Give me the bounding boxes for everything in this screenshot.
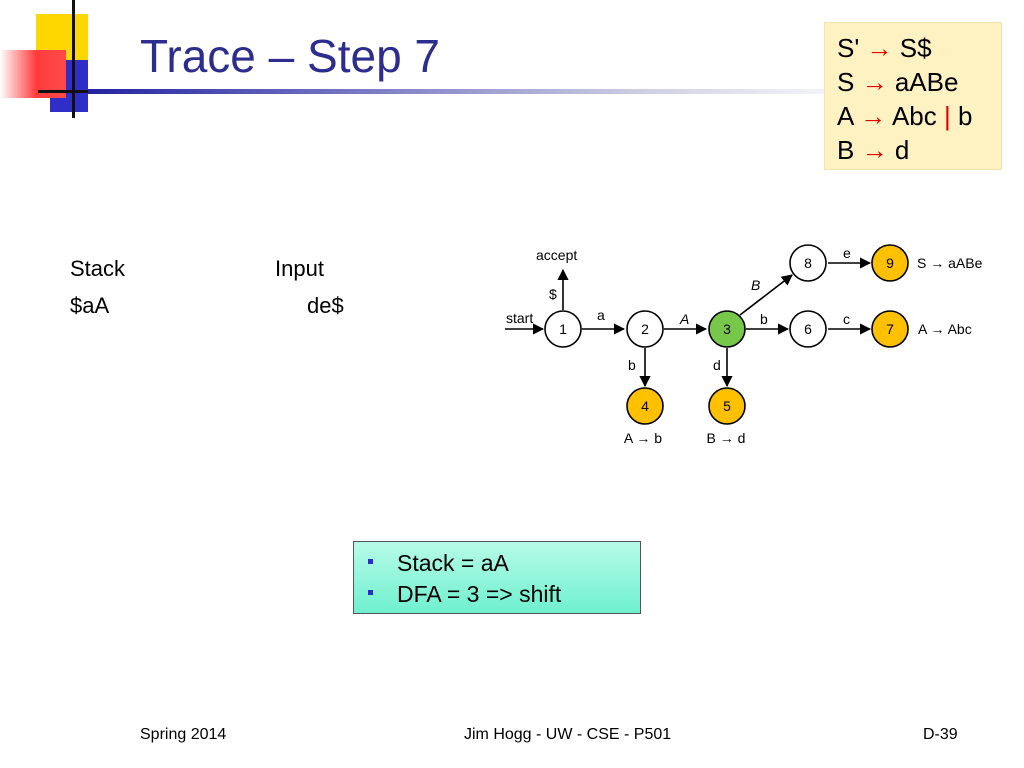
edge-label-3-6: b xyxy=(760,311,768,327)
stack-value: $aA xyxy=(70,293,110,318)
edge-3-8 xyxy=(739,274,793,316)
status-note-box: Stack = aA DFA = 3 => shift xyxy=(353,541,641,614)
bullet-icon xyxy=(368,559,373,565)
rule-lhs: S' xyxy=(837,33,860,63)
bullet-icon xyxy=(368,590,373,596)
note-item: Stack = aA xyxy=(368,549,509,577)
grammar-rule: S → aABe xyxy=(837,65,1001,99)
rule-lhs: A xyxy=(837,101,853,131)
state-2-label: 2 xyxy=(641,321,649,337)
rule-lhs: S xyxy=(837,67,855,97)
rule-rhs: Abc xyxy=(891,101,937,131)
edge-label-3-8: B xyxy=(751,277,760,293)
rule-rhs: S$ xyxy=(899,33,932,63)
grammar-box: S' → S$ S → aABe A → Abc | b B → d xyxy=(824,22,1002,170)
state-7-label: 7 xyxy=(886,321,894,337)
note-text: Stack = aA xyxy=(397,550,509,576)
edge-label-2-4: b xyxy=(628,357,636,373)
input-header: Input xyxy=(275,256,324,281)
state-3: 3 xyxy=(708,310,746,348)
reduction-label-9: S → aABe xyxy=(917,255,983,271)
state-1: 1 xyxy=(544,310,582,348)
state-7: 7 xyxy=(871,310,909,348)
edge-label-start: start xyxy=(506,310,533,326)
reduction-label-5: B → d xyxy=(707,430,746,446)
edge-label-accept: accept xyxy=(536,247,577,263)
state-8-label: 8 xyxy=(804,255,812,271)
rule-rhs: aABe xyxy=(894,67,959,97)
rule-arrow-icon: → xyxy=(860,101,887,131)
rule-arrow-icon: → xyxy=(866,33,893,63)
state-8: 8 xyxy=(789,244,827,282)
grammar-rule: A → Abc | b xyxy=(837,99,1001,133)
stack-header: Stack xyxy=(70,256,126,281)
state-3-label: 3 xyxy=(723,321,731,337)
state-9: 9 xyxy=(871,244,909,282)
state-6-label: 6 xyxy=(804,321,812,337)
note-item: DFA = 3 => shift xyxy=(368,580,561,608)
slide-title: Trace – Step 7 xyxy=(140,30,441,82)
grammar-rule: B → d xyxy=(837,133,1001,167)
edge-label-2-3: A xyxy=(679,311,689,327)
rule-alternative-bar: | xyxy=(944,101,951,131)
reduction-label-7: A → Abc xyxy=(918,321,972,337)
edge-label-6-7: c xyxy=(843,311,850,327)
edge-label-1-2: a xyxy=(597,307,605,323)
edge-label-dollar: $ xyxy=(549,286,557,302)
rule-alternative: b xyxy=(958,101,973,131)
title-underline xyxy=(88,89,888,94)
corner-decoration-vline xyxy=(72,0,75,118)
footer-right: D-39 xyxy=(923,726,958,743)
state-5-label: 5 xyxy=(723,398,731,414)
footer-center: Jim Hogg - UW - CSE - P501 xyxy=(464,726,672,743)
state-5: 5 xyxy=(708,387,746,425)
state-6: 6 xyxy=(789,310,827,348)
note-text: DFA = 3 => shift xyxy=(397,581,562,607)
state-4: 4 xyxy=(626,387,664,425)
edge-label-8-9: e xyxy=(843,245,851,261)
rule-arrow-icon: → xyxy=(861,135,888,165)
state-2: 2 xyxy=(626,310,664,348)
input-value: de$ xyxy=(307,293,344,318)
state-4-label: 4 xyxy=(641,398,649,414)
rule-arrow-icon: → xyxy=(861,67,888,97)
footer-left: Spring 2014 xyxy=(140,726,227,743)
corner-decoration-hline xyxy=(38,90,92,93)
rule-rhs: d xyxy=(894,135,910,165)
state-1-label: 1 xyxy=(559,321,567,337)
edge-label-3-5: d xyxy=(713,357,721,373)
state-9-label: 9 xyxy=(886,255,894,271)
reduction-label-4: A → b xyxy=(624,430,662,446)
grammar-rule: S' → S$ xyxy=(837,31,1001,65)
rule-lhs: B xyxy=(837,135,855,165)
